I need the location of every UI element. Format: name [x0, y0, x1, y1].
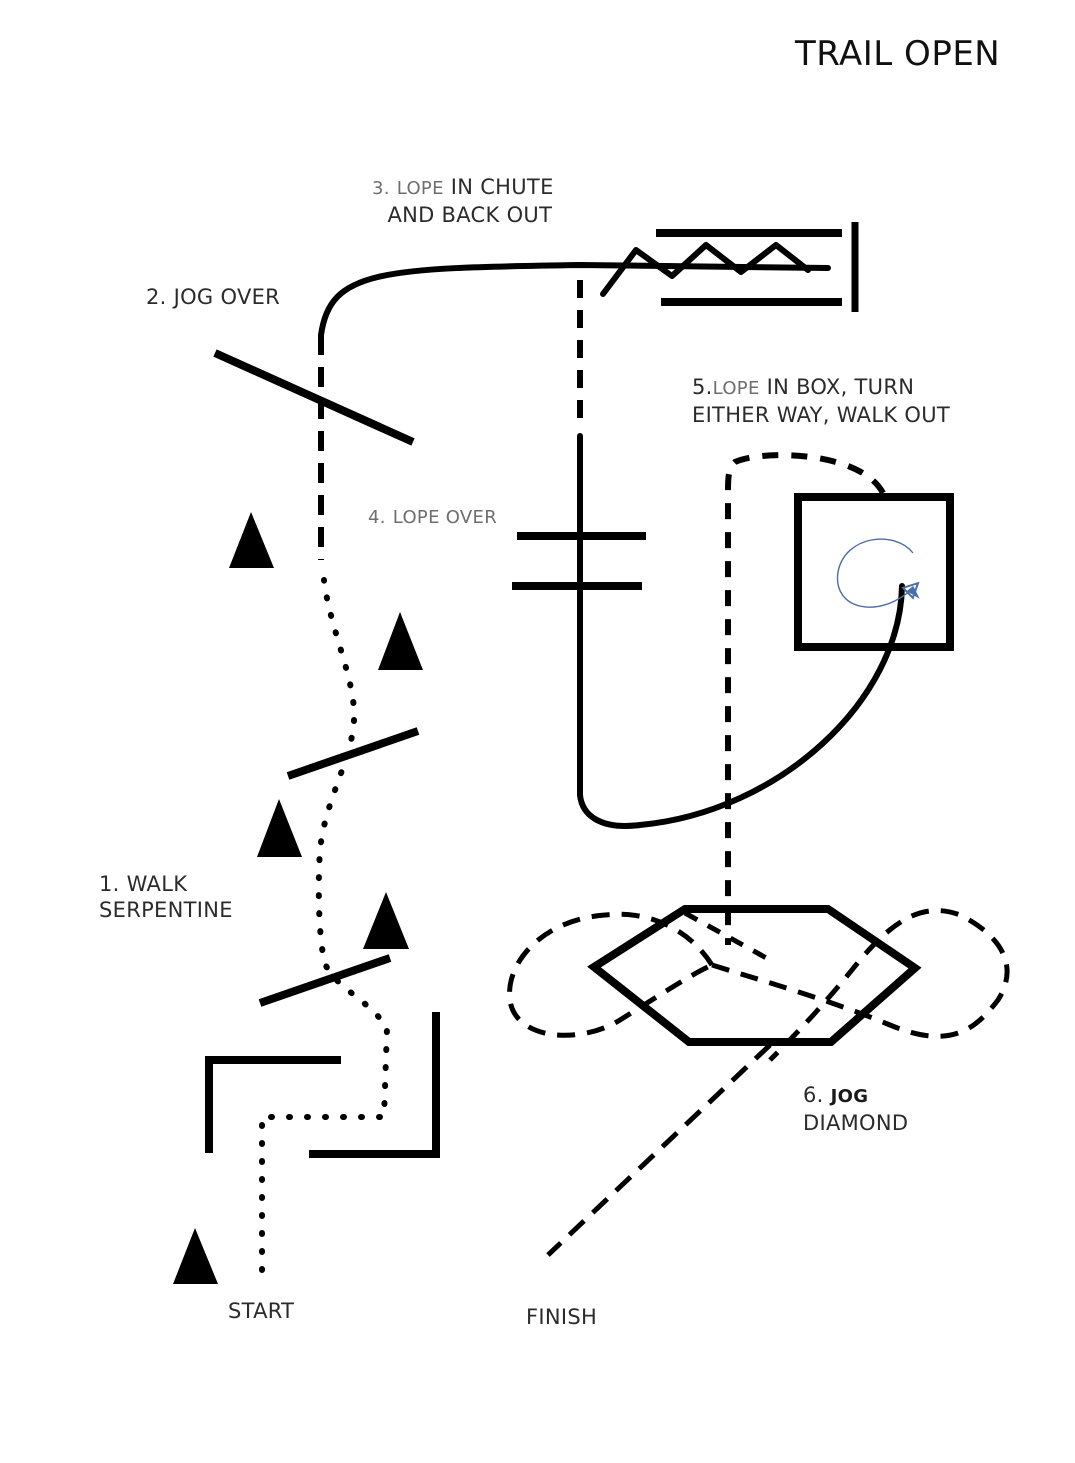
box-label-line2: EITHER WAY, WALK OUT	[692, 403, 950, 427]
jog-over-label: 2. JOG OVER	[146, 285, 281, 309]
lope-path-to-box	[577, 433, 905, 829]
dashed-paths	[318, 280, 1010, 1257]
lope-path	[318, 242, 905, 829]
start-label: START	[228, 1299, 295, 1323]
walk-serpentine-label: 1. WALK SERPENTINE	[99, 871, 233, 923]
serpentine-pole	[258, 954, 392, 1007]
cone-icon	[257, 799, 302, 857]
chute-label-gait: LOPE	[396, 178, 444, 199]
walk-label-line2: SERPENTINE	[99, 898, 233, 922]
box-label-gait: LOPE	[712, 378, 760, 399]
cone-icon	[173, 1228, 218, 1284]
chute-label-line2: AND BACK OUT	[387, 203, 553, 227]
chute-label: 3. LOPE IN CHUTE AND BACK OUT	[372, 174, 554, 228]
diamond-loop-left	[507, 911, 715, 1038]
finish-path	[546, 1043, 772, 1257]
walk-out-path	[725, 452, 886, 945]
lope-over-label-num: 4.	[368, 507, 386, 528]
circular-turn-arrow-icon	[836, 538, 920, 608]
walk-serpentine-path	[259, 577, 391, 1273]
lope-over-label-gait: LOPE OVER	[392, 507, 498, 528]
cones	[173, 512, 423, 1284]
cone-icon	[363, 892, 409, 949]
start-gate	[309, 1012, 440, 1158]
cone-icon	[229, 512, 274, 568]
box-label-num: 5.	[692, 375, 713, 399]
lope-over-label: 4. LOPE OVER	[368, 503, 497, 531]
diamond-label-line2: DIAMOND	[803, 1111, 909, 1135]
walk-label-line1: 1. WALK	[99, 872, 188, 896]
serpentine-pole	[286, 727, 420, 780]
lope-path-to-chute	[318, 262, 831, 338]
start-gate	[205, 1056, 341, 1153]
lope-box	[794, 493, 954, 651]
jog-diamond-obstacle	[587, 905, 922, 1046]
cone-icon	[378, 612, 423, 670]
box-label: 5.LOPE IN BOX, TURN EITHER WAY, WALK OUT	[692, 374, 950, 428]
jog-over-pole	[213, 349, 415, 446]
chute-label-num: 3.	[372, 178, 390, 199]
diamond-loop-right	[711, 908, 1010, 1062]
diamond-cross	[683, 910, 772, 963]
box-label-rest: IN BOX, TURN	[766, 375, 915, 399]
chute-label-rest: IN CHUTE	[450, 175, 554, 199]
walk-path	[259, 577, 391, 1273]
diamond-label-num: 6.	[803, 1083, 824, 1107]
diagram-title: TRAIL OPEN	[795, 34, 1001, 74]
obstacles	[205, 222, 954, 1158]
jog-diamond-label: 6. JOG DIAMOND	[803, 1082, 908, 1136]
diamond-label-gait: JOG	[830, 1086, 869, 1107]
finish-label: FINISH	[526, 1305, 598, 1329]
chute-zigzag	[600, 242, 811, 297]
